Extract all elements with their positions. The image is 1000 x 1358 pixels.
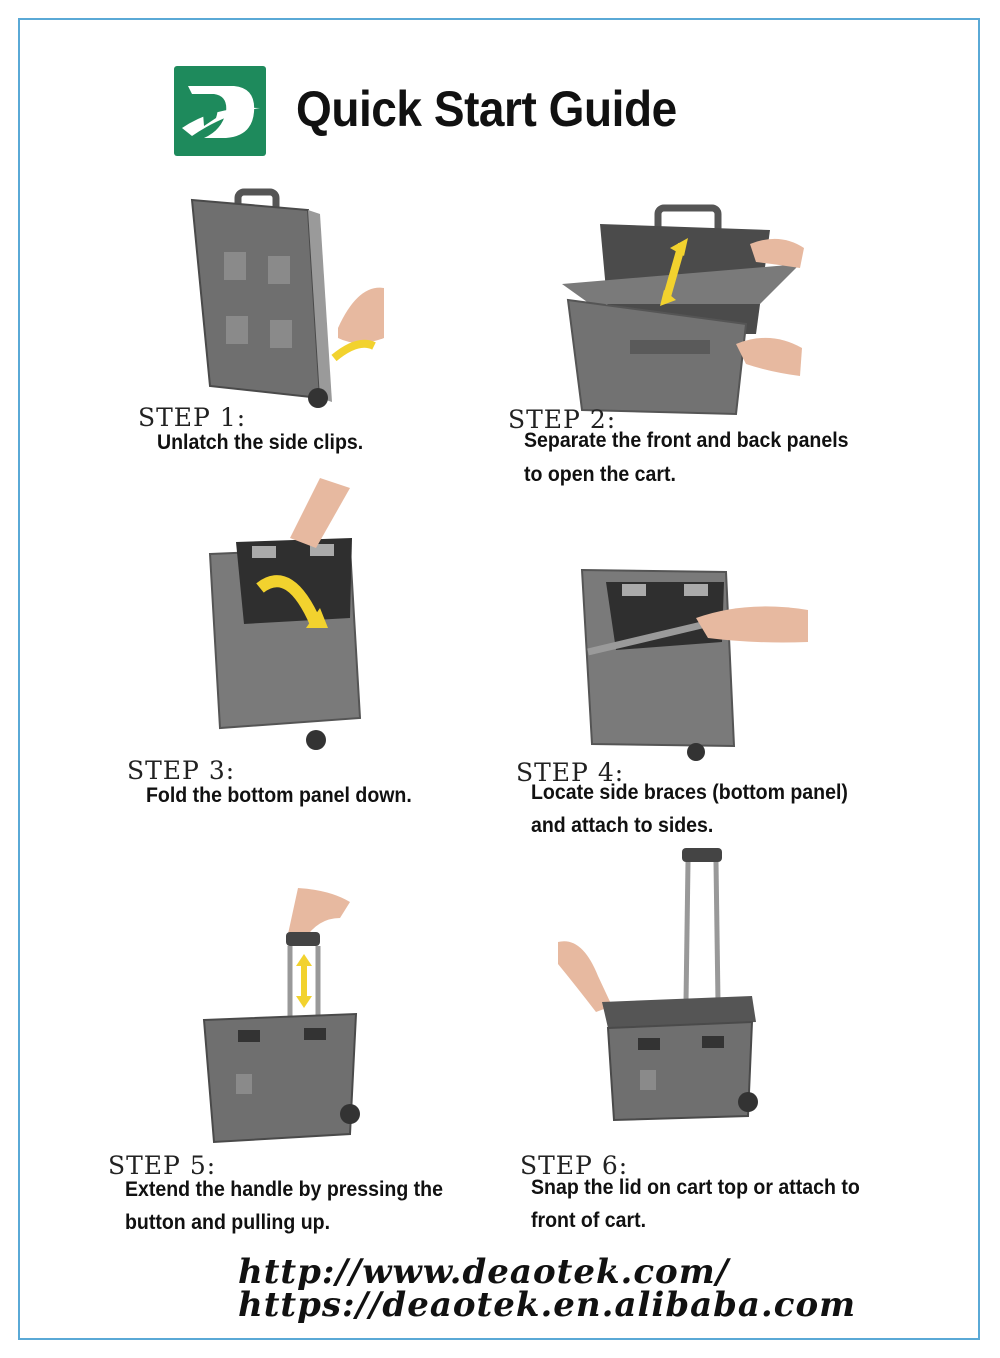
step-1-label: STEP 1: [138, 403, 247, 432]
alibaba-store-url[interactable]: https://deaotek.en.alibaba.com [238, 1285, 857, 1325]
step-3-line-1: Fold the bottom panel down. [146, 784, 412, 807]
website-url[interactable]: http://www.deaotek.com/ [238, 1252, 730, 1292]
extending-handle-icon [202, 888, 360, 1144]
deaotek-d-logo-icon [174, 66, 266, 156]
folded-cart-icon [190, 188, 384, 408]
step-3-label: STEP 3: [127, 756, 236, 785]
step-4-line-2: and attach to sides. [531, 814, 714, 837]
step-6-line-1: Snap the lid on cart top or attach to [531, 1176, 860, 1199]
cart-with-lid-icon [558, 848, 758, 1122]
step-5-line-2: button and pulling up. [125, 1211, 331, 1234]
opening-cart-icon [562, 204, 804, 416]
step-4-label: STEP 4: [516, 758, 625, 787]
step-2-line-2: to open the cart. [524, 463, 676, 486]
page-border [18, 18, 980, 1340]
step-4-line-1: Locate side braces (bottom panel) [531, 781, 848, 804]
step-6-label: STEP 6: [520, 1151, 629, 1180]
step-2-label: STEP 2: [508, 405, 617, 434]
step-2-line-1: Separate the front and back panels [524, 429, 849, 452]
step-6-line-2: front of cart. [531, 1209, 647, 1232]
step-5-label: STEP 5: [108, 1151, 217, 1180]
step-1-line-1: Unlatch the side clips. [157, 431, 364, 454]
step-5-line-1: Extend the handle by pressing the [125, 1178, 443, 1201]
attaching-braces-icon [580, 568, 808, 761]
page-title: Quick Start Guide [296, 81, 677, 137]
folding-bottom-panel-icon [208, 478, 362, 750]
